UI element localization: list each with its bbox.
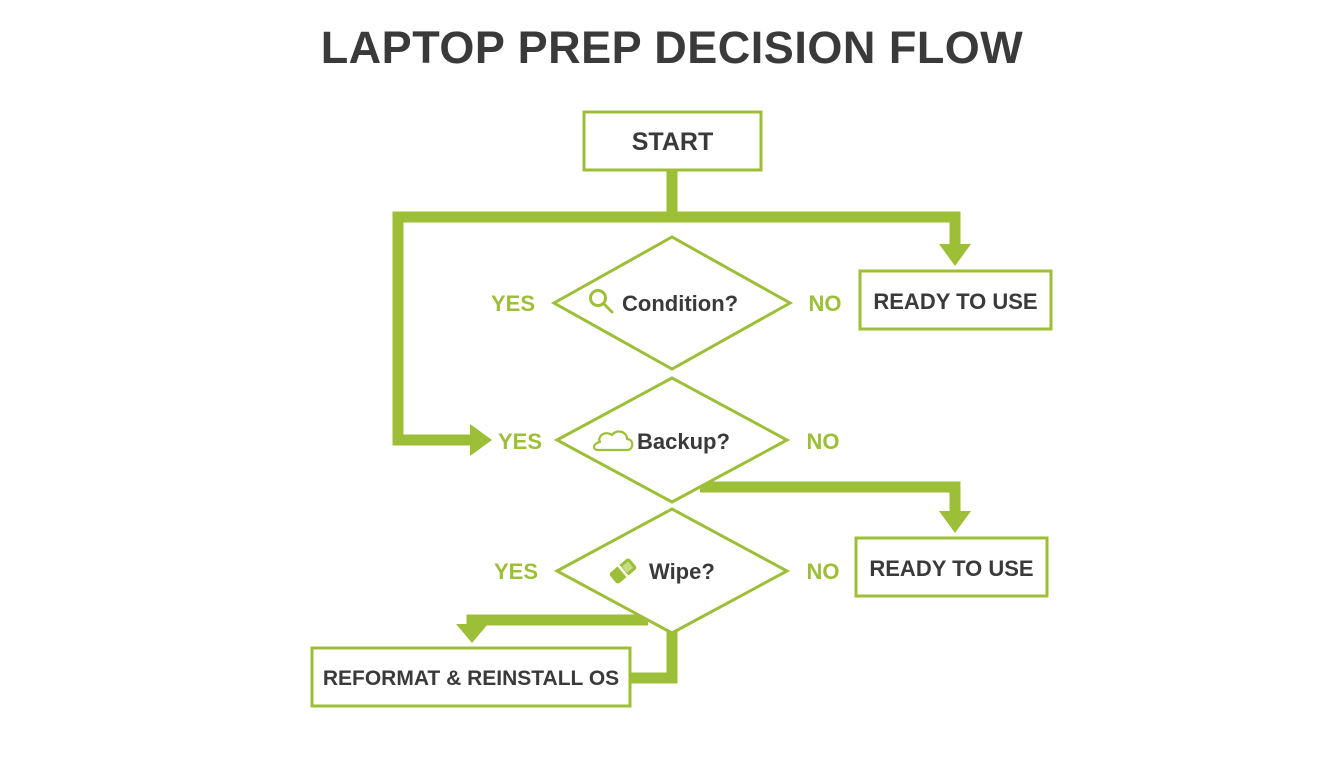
backup-label: Backup? <box>637 429 730 454</box>
arrow-down-icon <box>939 511 971 533</box>
ready-to-use-label-1: READY TO USE <box>873 289 1037 314</box>
connector-backup-to-ready-2 <box>700 481 961 514</box>
wipe-label: Wipe? <box>649 559 715 584</box>
connector-to-ready-1 <box>672 211 961 250</box>
ready-to-use-node-2: READY TO USE <box>854 536 1049 598</box>
condition-label: Condition? <box>622 291 738 316</box>
condition-decision: Condition? <box>550 235 794 371</box>
diagram-title: LAPTOP PREP DECISION FLOW <box>320 22 1024 73</box>
connector-wipe-to-reformat-left <box>466 614 648 628</box>
arrow-right-icon <box>470 424 492 456</box>
condition-yes-label: YES <box>491 291 535 316</box>
arrow-down-icon <box>456 624 488 643</box>
cloud-icon <box>593 430 634 452</box>
wipe-no-label: NO <box>807 559 840 584</box>
backup-yes-label: YES <box>498 429 542 454</box>
reformat-node: REFORMAT & REINSTALL OS <box>310 646 632 708</box>
backup-decision: Backup? <box>553 376 791 504</box>
reformat-label: REFORMAT & REINSTALL OS <box>323 667 619 690</box>
backup-no-label: NO <box>807 429 840 454</box>
wipe-yes-label: YES <box>494 559 538 584</box>
arrow-down-icon <box>939 244 971 266</box>
ready-to-use-label-2: READY TO USE <box>869 556 1033 581</box>
eraser-icon <box>609 558 637 584</box>
ready-to-use-node-1: READY TO USE <box>858 269 1053 331</box>
start-label: START <box>632 128 713 156</box>
start-node: START <box>582 110 763 172</box>
connectors <box>392 170 961 684</box>
connector-to-backup-yes <box>392 211 672 446</box>
magnifier-icon <box>589 289 614 314</box>
connector-wipe-to-reformat <box>630 630 678 684</box>
arrowheads <box>456 244 971 643</box>
condition-no-label: NO <box>809 291 842 316</box>
wipe-decision: Wipe? <box>553 507 791 635</box>
